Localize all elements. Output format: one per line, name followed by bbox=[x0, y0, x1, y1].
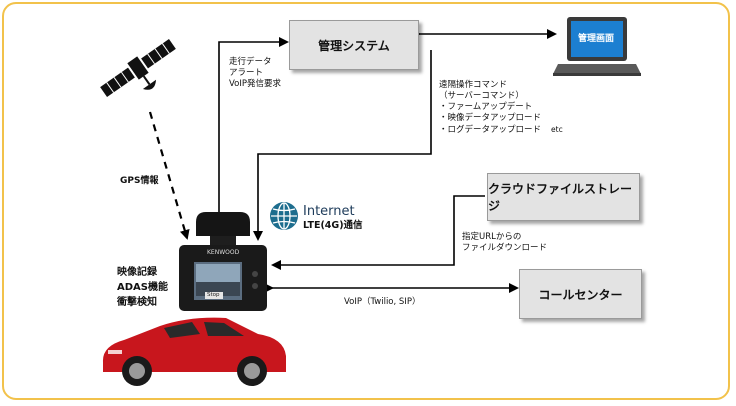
command-arrow bbox=[253, 50, 432, 241]
laptop-screen-label: 管理画面 bbox=[578, 34, 615, 44]
remote-line-1: 遠隔操作コマンド bbox=[439, 80, 508, 90]
upstream-line-1: 走行データ bbox=[229, 57, 272, 67]
upstream-line-2: アラート bbox=[229, 68, 264, 78]
cloud-storage-label: クラウドファイルストレージ bbox=[488, 182, 633, 213]
remote-line-5-text: ・ログデータアップロード bbox=[439, 125, 542, 135]
function-line-3: 衝撃検知 bbox=[117, 297, 157, 308]
dashcam-screen-label: Stop bbox=[207, 292, 220, 298]
cloud-storage-box: クラウドファイルストレージ bbox=[487, 173, 640, 221]
call-center-box: コールセンター bbox=[519, 269, 642, 319]
device-function-labels: 映像記録 ADAS機能 衝撃検知 bbox=[117, 265, 168, 310]
dashcam-brand: KENWOOD bbox=[207, 249, 240, 256]
function-line-2: ADAS機能 bbox=[117, 282, 168, 293]
internet-subtitle: LTE(4G)通信 bbox=[303, 220, 363, 231]
remote-line-2: （サーバーコマンド） bbox=[439, 91, 524, 101]
voip-label: VoIP（Twilio, SIP） bbox=[344, 297, 421, 307]
remote-line-3: ・ファームアップデート bbox=[439, 102, 533, 112]
gps-label: GPS情報 bbox=[120, 176, 159, 186]
upstream-labels: 走行データ アラート VoIP発信要求 bbox=[229, 57, 281, 90]
remote-line-5: ・ログデータアップロード etc bbox=[439, 124, 563, 136]
remote-etc: etc bbox=[551, 125, 563, 134]
gps-dashed-arrow bbox=[148, 111, 190, 240]
internet-title: Internet bbox=[303, 204, 355, 219]
download-arrow bbox=[271, 195, 485, 270]
download-labels: 指定URLからの ファイルダウンロード bbox=[462, 232, 547, 254]
upload-arrow bbox=[218, 37, 289, 212]
call-center-label: コールセンター bbox=[538, 287, 623, 302]
mgmt-system-box: 管理システム bbox=[289, 20, 419, 70]
download-line-2: ファイルダウンロード bbox=[462, 243, 548, 253]
mgmt-system-label: 管理システム bbox=[318, 38, 390, 53]
remote-command-labels: 遠隔操作コマンド （サーバーコマンド） ・ファームアップデート ・映像データアッ… bbox=[439, 80, 563, 136]
function-line-1: 映像記録 bbox=[117, 267, 157, 278]
upstream-line-3: VoIP発信要求 bbox=[229, 79, 281, 89]
remote-line-4: ・映像データアップロード bbox=[439, 113, 542, 123]
download-line-1: 指定URLからの bbox=[462, 232, 522, 242]
